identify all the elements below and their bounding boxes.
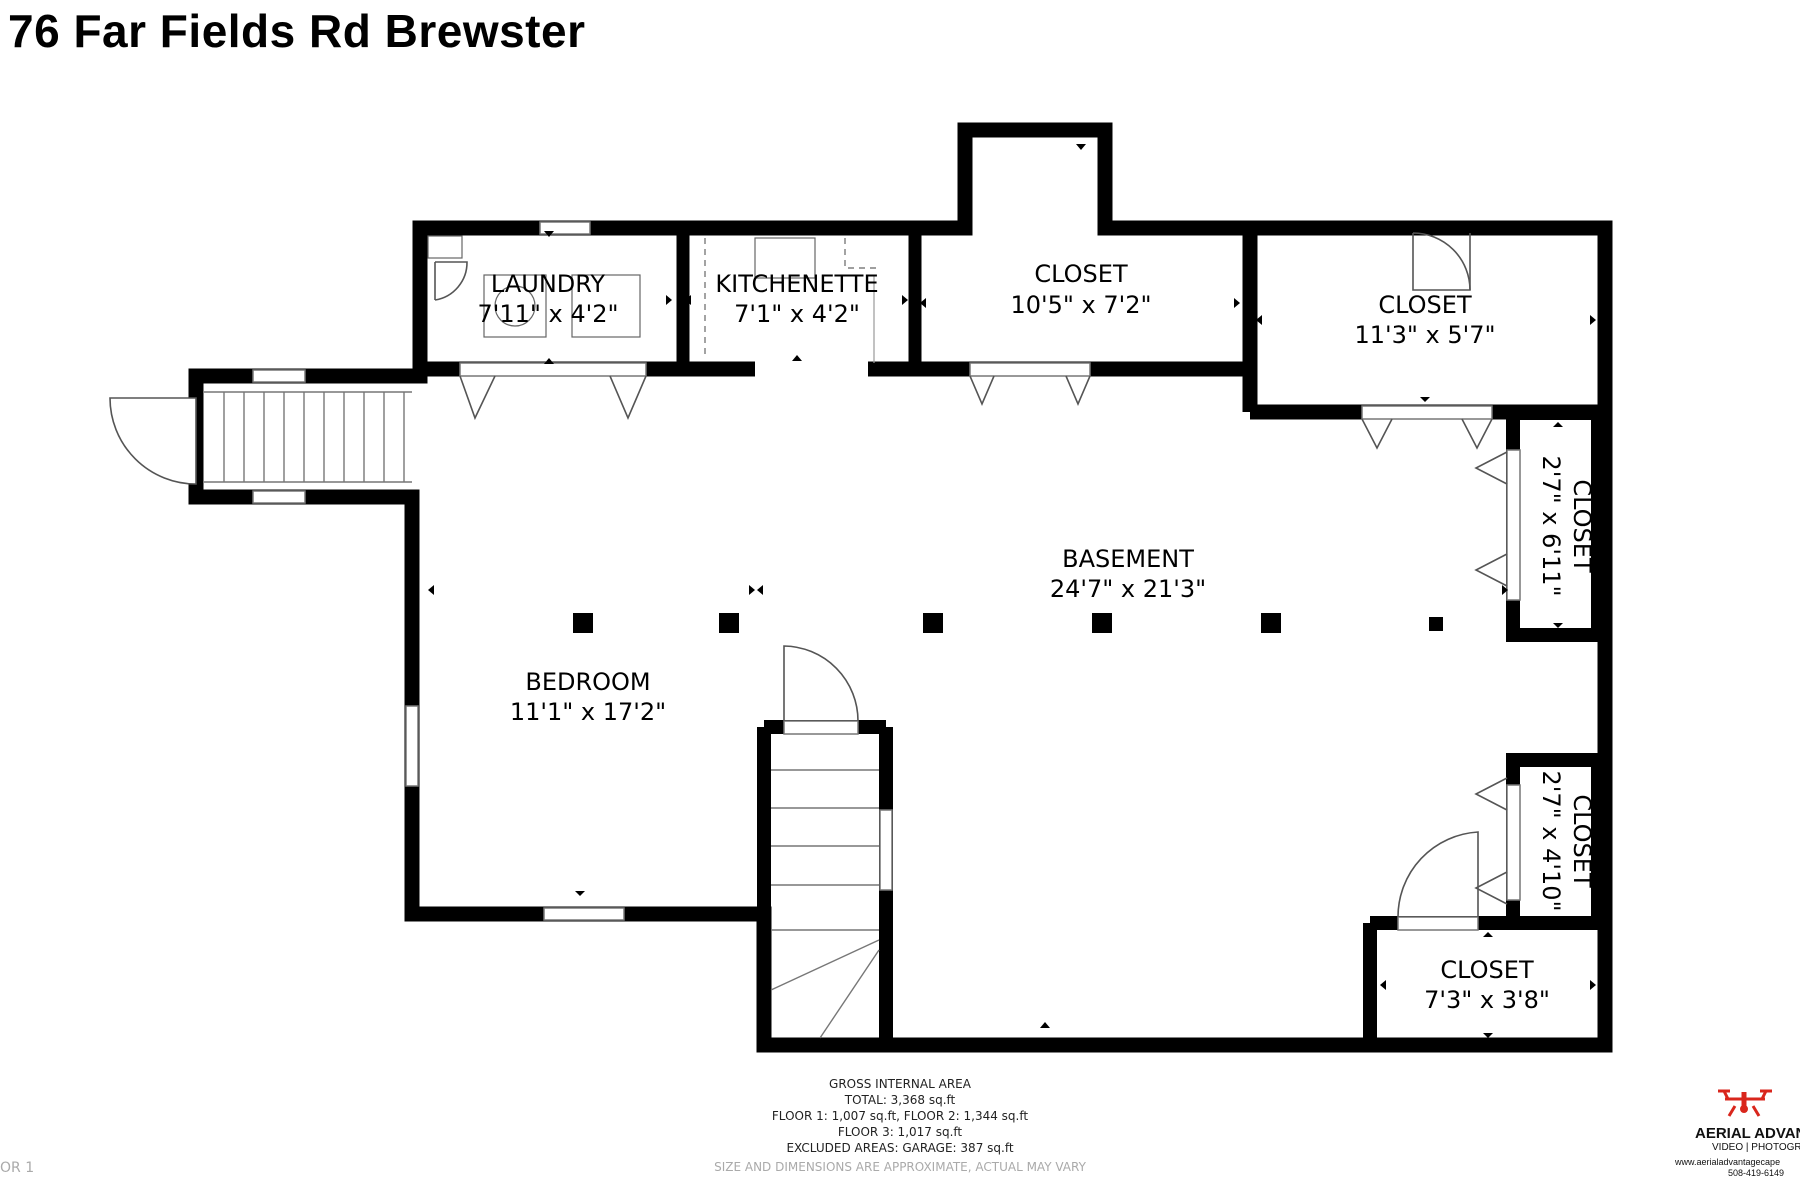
closet-side2-name: CLOSET [1568, 794, 1596, 888]
support-columns [573, 613, 1443, 633]
area-heading: GROSS INTERNAL AREA [829, 1077, 972, 1091]
dryer [571, 274, 641, 338]
water-heater [427, 235, 463, 259]
closet-top-dims: 10'5" x 7'2" [1010, 291, 1151, 319]
basement-name: BASEMENT [1062, 545, 1194, 573]
door-opening [459, 362, 647, 377]
window [543, 907, 625, 921]
area-excluded: EXCLUDED AREAS: GARAGE: 387 sq.ft [786, 1141, 1013, 1155]
washer [483, 274, 547, 338]
kitchenette-dims: 7'1" x 4'2" [734, 300, 860, 328]
area-summary: GROSS INTERNAL AREA TOTAL: 3,368 sq.ft F… [0, 1077, 1087, 1176]
column [1261, 613, 1281, 633]
sink [754, 237, 816, 279]
stairs-entry [204, 391, 412, 483]
logo-name: AERIAL ADVANT [1695, 1125, 1800, 1142]
bifold-doors [459, 375, 1508, 905]
kitchenette-name: KITCHENETTE [715, 270, 878, 298]
window [252, 369, 306, 383]
fixtures [427, 235, 878, 363]
door-opening [783, 720, 859, 735]
closet-bottom-name: CLOSET [1440, 956, 1534, 984]
floor-label: OR 1 [0, 1160, 34, 1176]
window [405, 705, 419, 787]
closet-side1-dims: 2'7" x 6'11" [1537, 455, 1565, 596]
closet-right-dims: 11'3" x 5'7" [1354, 321, 1495, 349]
disclaimer: SIZE AND DIMENSIONS ARE APPROXIMATE, ACT… [714, 1160, 1086, 1174]
swing-doors [109, 232, 1479, 918]
column [573, 613, 593, 633]
washer-drum [494, 285, 536, 327]
outer-wall [188, 122, 1613, 1053]
column [1429, 617, 1443, 631]
closet-door [1397, 831, 1479, 918]
door-opening [1506, 784, 1521, 901]
closet-top-name: CLOSET [1034, 260, 1128, 288]
column [1092, 613, 1112, 633]
basement-dims: 24'7" x 21'3" [1050, 575, 1206, 603]
bedroom-dims: 11'1" x 17'2" [510, 698, 666, 726]
closet-side2-dims: 2'7" x 4'10" [1537, 770, 1565, 911]
logo: AERIAL ADVANT VIDEO | PHOTOGRAP www.aeri… [1674, 1089, 1800, 1178]
stairs-interior [770, 769, 880, 1039]
area-floors-1-2: FLOOR 1: 1,007 sq.ft, FLOOR 2: 1,344 sq.… [772, 1109, 1028, 1123]
door-openings [459, 362, 1521, 931]
door-opening [1361, 405, 1493, 420]
windows [252, 221, 893, 921]
area-floor-3: FLOOR 3: 1,017 sq.ft [838, 1125, 963, 1139]
logo-website: www.aerialadvantagecape [1674, 1157, 1780, 1167]
room-labels: LAUNDRY 7'11" x 4'2" KITCHENETTE 7'1" x … [477, 260, 1596, 1014]
logo-phone: 508-419-6149 [1728, 1168, 1784, 1178]
area-total: TOTAL: 3,368 sq.ft [844, 1093, 956, 1107]
drone-icon [1718, 1089, 1772, 1117]
door-opening [1506, 449, 1521, 601]
laundry-door [434, 261, 468, 301]
door-opening [1397, 916, 1479, 931]
logo-tagline: VIDEO | PHOTOGRAP [1712, 1142, 1800, 1153]
entry-door [109, 397, 197, 485]
dimension-markers [428, 144, 1596, 1038]
column [719, 613, 739, 633]
property-title: 76 Far Fields Rd Brewster [8, 5, 586, 57]
laundry-dims: 7'11" x 4'2" [477, 300, 618, 328]
camera-icon [1740, 1105, 1748, 1113]
window [879, 809, 893, 891]
closet-door [1412, 232, 1471, 291]
column [923, 613, 943, 633]
laundry-name: LAUNDRY [491, 270, 605, 298]
door-opening [969, 362, 1091, 377]
walls [188, 122, 1613, 1053]
counter [844, 238, 878, 269]
closet-right-name: CLOSET [1378, 291, 1472, 319]
bedroom-name: BEDROOM [525, 668, 650, 696]
closet-bottom-dims: 7'3" x 3'8" [1424, 986, 1550, 1014]
closet-side1-name: CLOSET [1568, 479, 1596, 573]
stair-door [783, 645, 859, 722]
window [252, 490, 306, 504]
